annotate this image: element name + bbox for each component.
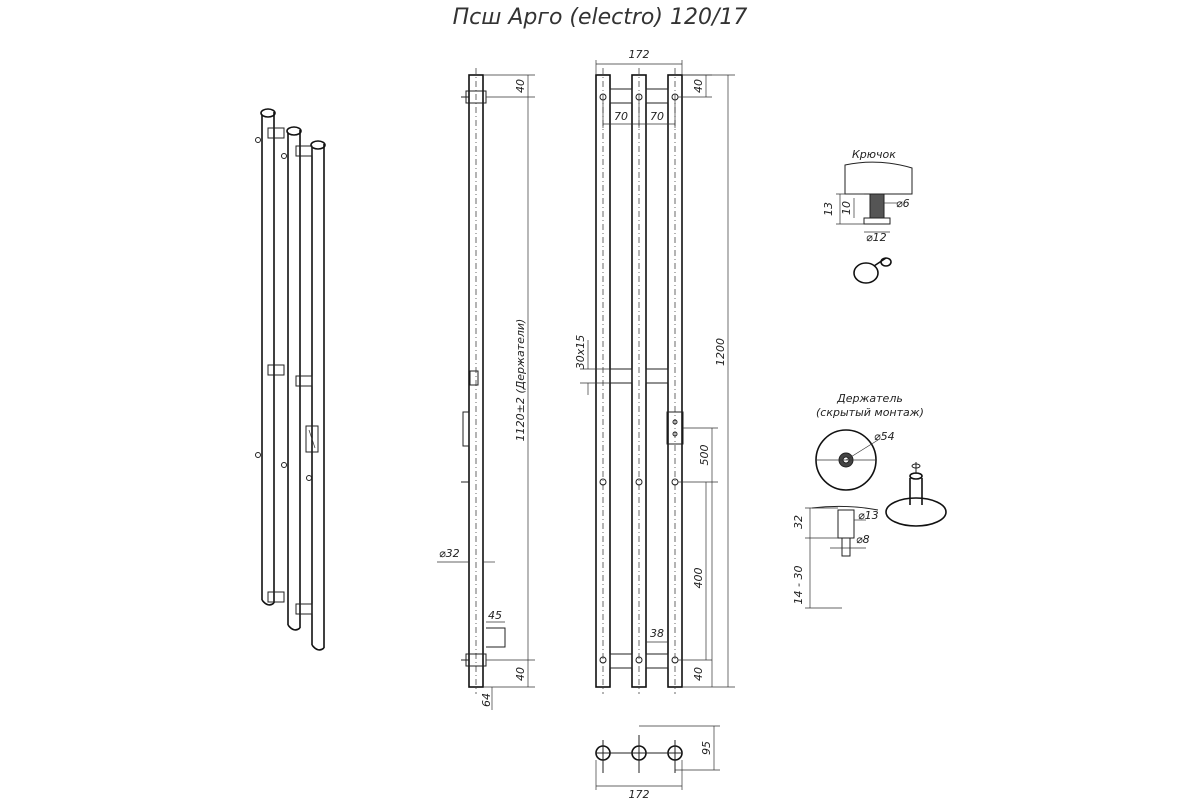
- holder-dim-range: 14 - 30: [792, 566, 805, 605]
- holder-dim-d13: ⌀13: [858, 509, 879, 522]
- front-dim-400: 400: [692, 568, 705, 589]
- hook-dim-d12: ⌀12: [866, 231, 887, 244]
- holder-dim-d54: ⌀54: [874, 430, 895, 443]
- bottom-dim-width: 172: [629, 788, 650, 800]
- front-dim-holder-size: 30х15: [574, 335, 587, 370]
- front-dim-bottom-40: 40: [692, 667, 705, 681]
- side-dim-45: 45: [488, 609, 502, 622]
- isometric-view: [255, 108, 326, 651]
- front-dim-width-top: 172: [629, 48, 650, 61]
- side-dim-top-40: 40: [514, 79, 527, 93]
- side-dim-bottom-40: 40: [514, 667, 527, 681]
- hook-dim-10: 10: [840, 201, 853, 215]
- holder-dim-32: 32: [792, 515, 805, 529]
- side-dim-64: 64: [480, 693, 493, 707]
- front-dim-spacing-2: 70: [650, 110, 664, 123]
- hook-dim-13: 13: [822, 202, 835, 216]
- hook-dim-d6: ⌀6: [896, 197, 910, 210]
- front-dim-height-total: 1200: [714, 338, 727, 366]
- bottom-dim-depth: 95: [700, 741, 713, 755]
- bottom-view: [595, 725, 720, 790]
- hook-label: Крючок: [852, 148, 896, 161]
- side-dim-tube-diameter: ⌀32: [439, 547, 460, 560]
- front-view: [580, 60, 735, 694]
- side-view: [461, 68, 535, 710]
- front-dim-500: 500: [698, 445, 711, 466]
- front-dim-top-40: 40: [692, 79, 705, 93]
- holder-dim-d8: ⌀8: [856, 533, 870, 546]
- front-dim-38: 38: [650, 627, 664, 640]
- holder-label-line2: (скрытый монтаж): [816, 406, 924, 419]
- side-dim-holder-span: 1120±2 (Держатели): [514, 319, 527, 442]
- hook-detail: [836, 161, 913, 284]
- drawing-title: Псш Арго (electro) 120/17: [453, 5, 748, 30]
- holder-label-line1: Держатель: [836, 392, 903, 405]
- front-dim-spacing-1: 70: [614, 110, 628, 123]
- holder-detail: [805, 429, 947, 609]
